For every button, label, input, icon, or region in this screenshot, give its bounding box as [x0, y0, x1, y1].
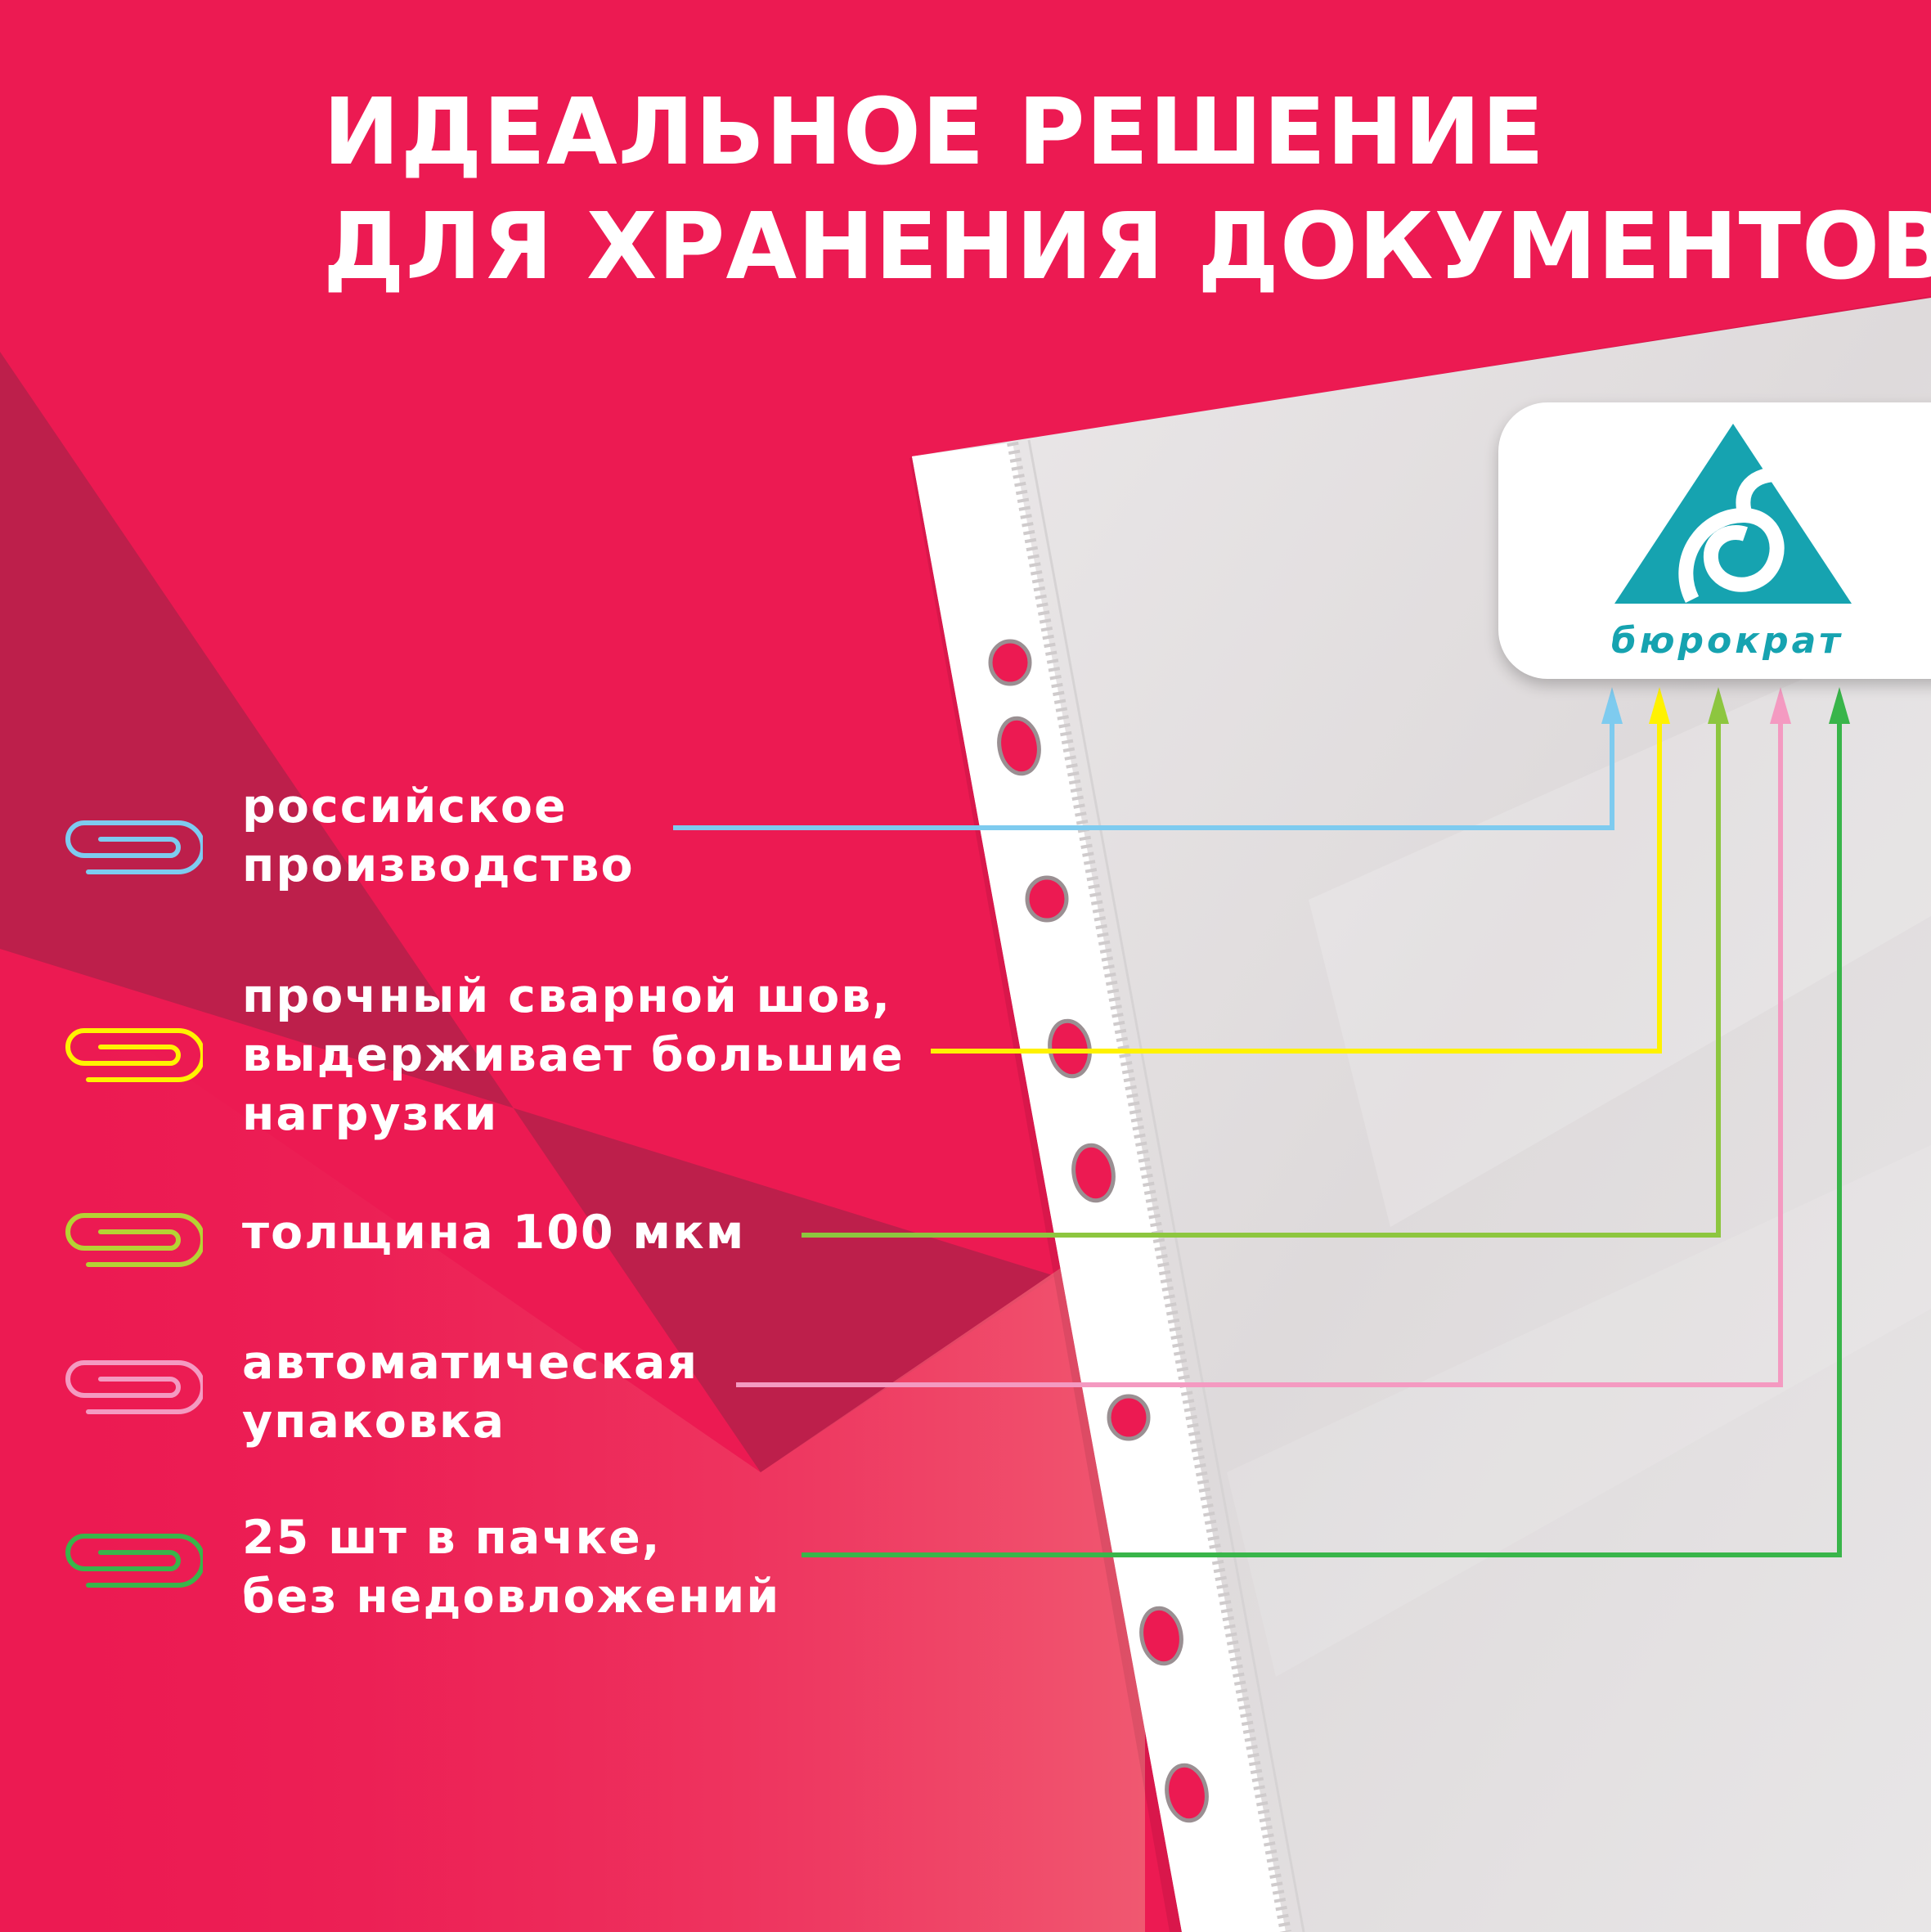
paperclip-icon	[65, 820, 203, 874]
arrow-head-1	[1601, 687, 1623, 724]
paperclip-icon	[65, 1360, 203, 1414]
triangle-b-logo-icon	[1614, 424, 1852, 604]
light-bottom-area	[0, 949, 1145, 1932]
connector-line-5	[802, 712, 1842, 1557]
headline-line-1: ИДЕАЛЬНОЕ РЕШЕНИЕ	[323, 79, 1545, 186]
feature-text-line: прочный сварной шов,	[242, 969, 892, 1023]
headline-line-2: ДЛЯ ХРАНЕНИЯ ДОКУМЕНТОВ	[323, 194, 1931, 300]
feature-text-line: выдерживает большие	[242, 1028, 905, 1082]
paperclip-icon	[65, 1534, 203, 1588]
feature-thickness: толщина 100 мкм	[242, 1203, 745, 1262]
brand-logo-card: бюрократ	[1498, 402, 1931, 679]
connector-line-1	[673, 712, 1614, 830]
feature-russian-production: российское производство	[242, 777, 635, 895]
feature-text-line: 25 шт в пачке,	[242, 1511, 662, 1565]
punch-holes	[988, 639, 1209, 1823]
connector-line-4	[736, 712, 1783, 1387]
paperclip-icon	[65, 1213, 203, 1267]
feature-text-line: производство	[242, 838, 635, 892]
arrow-head-3	[1708, 687, 1729, 724]
feature-text-line: автоматическая	[242, 1336, 699, 1390]
dark-diagonal-band	[0, 352, 1055, 1472]
feature-text-line: российское	[242, 780, 568, 833]
feature-strong-seam: прочный сварной шов, выдерживает большие…	[242, 967, 905, 1143]
feature-pack-count: 25 шт в пачке, без недовложений	[242, 1508, 780, 1626]
feature-text-line: нагрузки	[242, 1087, 499, 1141]
arrow-head-5	[1829, 687, 1850, 724]
connector-line-2	[931, 712, 1662, 1054]
arrow-head-4	[1770, 687, 1791, 724]
arrow-head-2	[1649, 687, 1670, 724]
feature-text-line: упаковка	[242, 1395, 506, 1449]
connector-line-3	[802, 712, 1721, 1238]
paperclip-icon	[65, 1028, 203, 1082]
feature-automatic-packing: автоматическая упаковка	[242, 1333, 698, 1451]
feature-text-line: без недовложений	[242, 1570, 781, 1624]
brand-name: бюрократ	[1611, 620, 1843, 662]
feature-text-line: толщина 100 мкм	[242, 1206, 746, 1260]
